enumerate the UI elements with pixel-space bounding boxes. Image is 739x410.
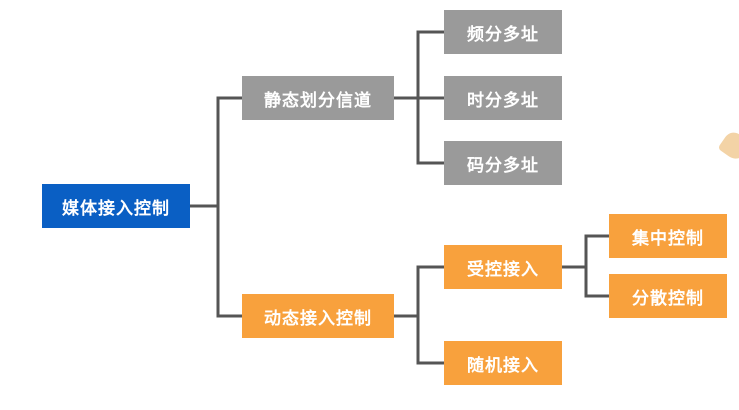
cdma-node: 码分多址 [444, 141, 562, 185]
centralized-control-node: 集中控制 [609, 214, 727, 258]
random-access-node: 随机接入 [444, 341, 562, 385]
controlled-access-node: 受控接入 [444, 245, 562, 289]
static-allocation-node: 静态划分信道 [242, 76, 394, 120]
root-node: 媒体接入控制 [42, 184, 190, 228]
distributed-control-node: 分散控制 [609, 274, 727, 318]
dynamic-access-node: 动态接入控制 [242, 294, 394, 338]
tdma-node: 时分多址 [444, 76, 562, 120]
fdma-node: 频分多址 [444, 10, 562, 54]
